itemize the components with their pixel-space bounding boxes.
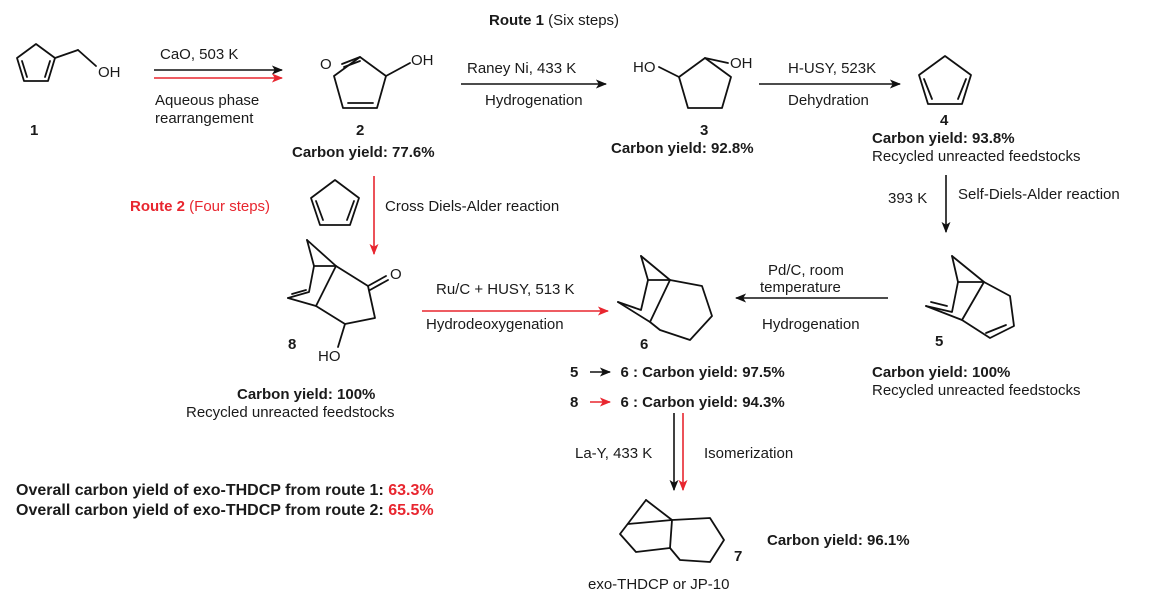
step3-conditions: H-USY, 523K — [788, 60, 877, 77]
compound-2-number: 2 — [356, 122, 365, 139]
compound-3-oh-label: OH — [730, 55, 753, 72]
step7-conditions: Ru/C + HUSY, 513 K — [436, 281, 575, 298]
compound-7-structure — [619, 499, 725, 563]
compound-8-yield: Carbon yield: 100% — [237, 386, 376, 403]
compound-8-structure — [287, 239, 389, 348]
compound-3-number: 3 — [700, 122, 709, 139]
compound-4-structure — [918, 55, 972, 105]
compound-1-structure — [16, 43, 97, 82]
compound-8-ho-label: HO — [318, 348, 341, 365]
compound-5-note: Recycled unreacted feedstocks — [872, 382, 1081, 399]
step7-description: Hydrodeoxygenation — [426, 316, 564, 333]
step5-conditions-line1: Pd/C, room — [768, 262, 844, 279]
compound-7-yield: Carbon yield: 96.1% — [767, 532, 910, 549]
step2-conditions: Raney Ni, 433 K — [467, 60, 577, 77]
step4-description: Self-Diels-Alder reaction — [958, 186, 1120, 203]
compound-6-yield-from-8: 8 6 : Carbon yield: 94.3% — [570, 394, 785, 411]
step3-description: Dehydration — [788, 92, 869, 109]
compound-6-yield-from-5: 5 6 : Carbon yield: 97.5% — [570, 364, 785, 381]
compound-5-structure — [925, 255, 1015, 339]
compound-2-structure — [333, 56, 411, 109]
compound-8-note: Recycled unreacted feedstocks — [186, 404, 395, 421]
compound-1-number: 1 — [30, 122, 39, 139]
compound-2-yield: Carbon yield: 77.6% — [292, 144, 435, 161]
step5-conditions-line2: temperature — [760, 279, 841, 296]
step8-conditions: La-Y, 433 K — [575, 445, 653, 462]
step1-description-line2: rearrangement — [155, 110, 254, 127]
compound-7-name: exo-THDCP or JP-10 — [588, 576, 730, 593]
compound-3-ho-label: HO — [633, 59, 656, 76]
step2-description: Hydrogenation — [485, 92, 583, 109]
compound-2-oh-label: OH — [411, 52, 434, 69]
compound-4-note: Recycled unreacted feedstocks — [872, 148, 1081, 165]
compound-2-o-label: O — [320, 56, 332, 73]
step8-description: Isomerization — [704, 445, 794, 462]
step5-description: Hydrogenation — [762, 316, 860, 333]
compound-7-number: 7 — [734, 548, 743, 565]
compound-5-yield: Carbon yield: 100% — [872, 364, 1011, 381]
compound-6-structure — [617, 255, 713, 341]
compound-3-yield: Carbon yield: 92.8% — [611, 140, 754, 157]
cyclopentadiene-reagent-structure — [310, 179, 360, 226]
step6-description: Cross Diels-Alder reaction — [385, 198, 560, 215]
step1-conditions: CaO, 503 K — [160, 46, 239, 63]
route1-label: Route 1 (Six steps) — [489, 12, 620, 29]
compound-3-structure — [658, 57, 732, 109]
compound-1-oh-label: OH — [98, 64, 121, 81]
compound-6-number: 6 — [640, 336, 649, 353]
route2-label: Route 2 (Four steps) — [130, 198, 271, 215]
step4-conditions: 393 K — [888, 190, 928, 207]
compound-5-number: 5 — [935, 333, 944, 350]
compound-4-number: 4 — [940, 112, 949, 129]
overall-yield-route1: Overall carbon yield of exo-THDCP from r… — [16, 482, 434, 499]
compound-8-number: 8 — [288, 336, 297, 353]
step1-description-line1: Aqueous phase — [155, 92, 260, 109]
compound-8-o-label: O — [390, 266, 402, 283]
compound-4-yield: Carbon yield: 93.8% — [872, 130, 1015, 147]
overall-yield-route2: Overall carbon yield of exo-THDCP from r… — [16, 502, 434, 519]
